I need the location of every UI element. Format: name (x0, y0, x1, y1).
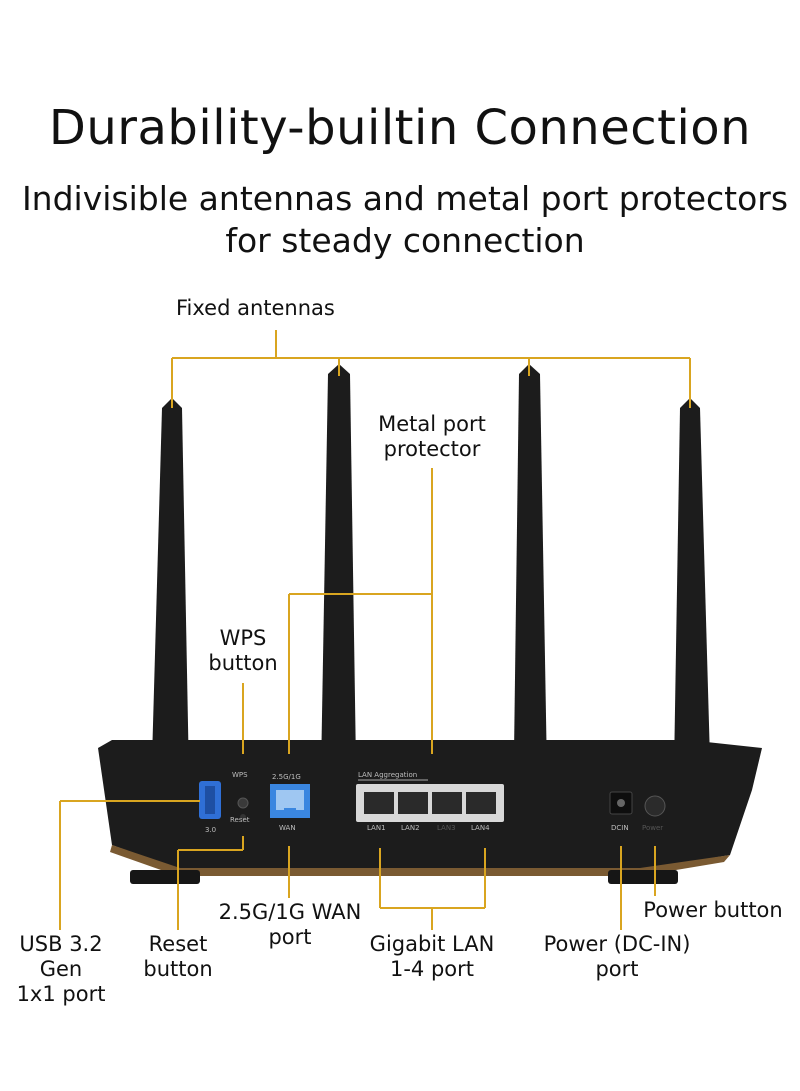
foot-right (608, 870, 678, 884)
device-label-reset: Reset (230, 816, 250, 824)
accent-stripe (110, 845, 730, 876)
label-reset-button: Reset button (143, 932, 213, 981)
label-metal-port-protector: Metal port protector (378, 412, 486, 461)
device-label-lan2: LAN2 (401, 824, 420, 832)
label-fixed-antennas: Fixed antennas (176, 296, 335, 320)
reset-button (240, 814, 246, 820)
antenna-2 (320, 364, 357, 830)
label-usb-port: USB 3.2 Gen 1x1 port (16, 932, 106, 1006)
antenna-4 (673, 398, 712, 830)
label-lan-ports: Gigabit LAN 1-4 port (369, 932, 495, 981)
usb-port (199, 781, 221, 819)
power-button (644, 795, 666, 817)
antenna-3 (513, 364, 548, 830)
device-label-power: Power (642, 824, 663, 832)
device-label-lan-aggregation: LAN Aggregation (358, 771, 417, 779)
device-label-usb: 3.0 (205, 826, 216, 834)
device-label-wan: WAN (279, 824, 296, 832)
device-label-lan3: LAN3 (437, 824, 456, 832)
antennas (150, 364, 712, 830)
wan-port (270, 784, 310, 818)
subtitle-line-2: for steady connection (225, 221, 585, 260)
label-wan-port: 2.5G/1G WAN port (218, 900, 362, 949)
foot-left (130, 870, 200, 884)
device-label-wan-speed: 2.5G/1G (272, 773, 301, 781)
device-label-lan1: LAN1 (367, 824, 386, 832)
dcin-pin (617, 799, 625, 807)
device-label-dcin: DCIN (611, 824, 629, 832)
subtitle-line-1: Indivisible antennas and metal port prot… (21, 179, 789, 218)
page-title: Durability-builtin Connection (48, 100, 752, 156)
device-label-wps: WPS (232, 771, 248, 779)
antenna-1 (150, 398, 190, 830)
lan-ports (356, 779, 504, 822)
device-label-lan4: LAN4 (471, 824, 490, 832)
callout-lines (59, 330, 691, 930)
label-power-button: Power button (643, 898, 783, 922)
label-dcin-port: Power (DC-IN) port (543, 932, 691, 981)
page-subtitle: Indivisible antennas and metal port prot… (10, 178, 800, 262)
wps-button (237, 797, 249, 809)
label-wps-button: WPS button (208, 626, 278, 675)
